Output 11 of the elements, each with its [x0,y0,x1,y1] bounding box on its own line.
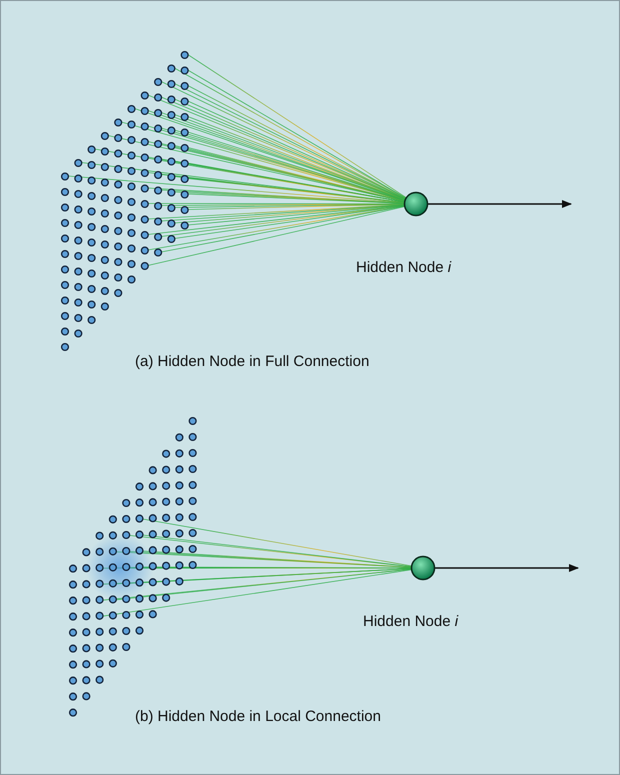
node-caption: Hidden Node i [356,259,452,276]
input-node-grid [60,50,190,352]
panel-caption: (b) Hidden Node in Local Connection [135,708,381,725]
panel-caption: (a) Hidden Node in Full Connection [135,353,370,370]
hidden-node-circle [410,555,436,581]
connection-lines [68,54,406,266]
output-arrow [435,564,579,572]
hidden-node-circle [403,191,429,217]
output-arrow [428,200,572,208]
node-caption: Hidden Node i [363,613,458,630]
connection-lines [102,518,412,617]
